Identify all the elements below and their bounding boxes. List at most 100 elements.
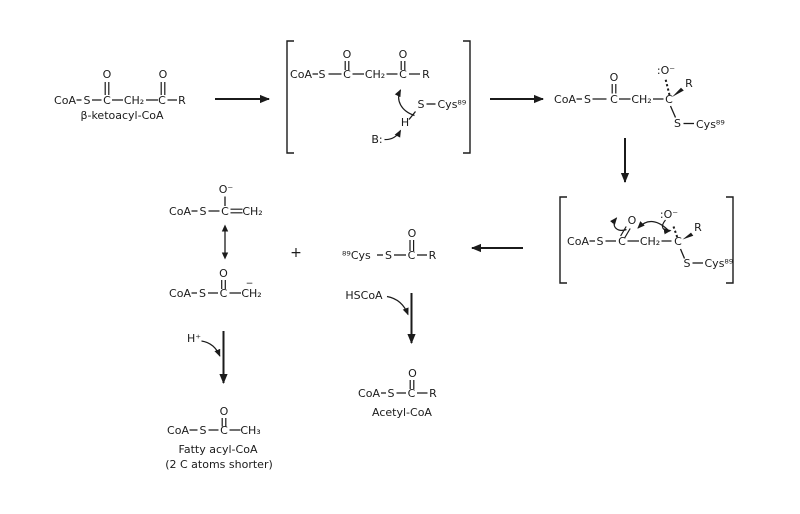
caption-fatty-acyl-coa-note: (2 C atoms shorter) xyxy=(165,458,273,471)
bond xyxy=(679,248,686,259)
carbonyl-oxygen: O xyxy=(220,405,229,418)
cys89-label: ⁸⁹Cys xyxy=(342,249,371,262)
bracket-right xyxy=(726,196,734,284)
atom-coa: CoA xyxy=(358,387,380,400)
carbonyl-oxygen: O xyxy=(399,48,408,61)
protonation-step: H⁺ xyxy=(187,331,228,384)
double-bond xyxy=(611,84,617,94)
atom-c: C xyxy=(220,287,228,300)
curved-arrow-protonation xyxy=(201,340,221,357)
cys89-label: Cys⁸⁹ xyxy=(438,98,467,111)
carbonyl-oxygen: O xyxy=(159,68,168,81)
atom-ch2: CH₂ xyxy=(124,94,144,107)
atom-r: R xyxy=(429,249,437,262)
thioether-s: S xyxy=(674,117,681,130)
atom-s: S xyxy=(584,93,591,106)
carbonyl-oxygen: O xyxy=(408,227,417,240)
thiol-s: S xyxy=(418,98,425,111)
atom-c: C xyxy=(665,93,673,106)
structure-carbanion: CoA S C CH₂ O − xyxy=(169,267,262,300)
bracket-left xyxy=(286,40,294,154)
alkoxide-label: O⁻ xyxy=(219,183,234,196)
atom-s: S xyxy=(84,94,91,107)
double-bond xyxy=(344,61,406,70)
caption-beta-ketoacyl-coa: β-ketoacyl-CoA xyxy=(80,109,164,122)
curved-arrow-thiolate-attack xyxy=(394,89,415,117)
wedge-bond xyxy=(682,232,694,240)
structure-fatty-acyl-coa: CoA S C CH₃ O Fatty acyl-CoA (2 C atoms … xyxy=(165,405,273,471)
carbonyl-oxygen: O xyxy=(628,214,637,227)
atom-coa: CoA xyxy=(554,93,576,106)
atom-r: R xyxy=(685,77,693,90)
atom-ch2: CH₂ xyxy=(241,287,261,300)
atom-s: S xyxy=(199,287,206,300)
double-bond xyxy=(221,280,226,289)
proton-label: H⁺ xyxy=(187,332,201,345)
atom-c: C xyxy=(618,235,626,248)
hscoa-label: HSCoA xyxy=(345,289,383,302)
bond xyxy=(669,105,677,118)
atom-ch2: CH₂ xyxy=(631,93,651,106)
structure-thiolase-attack-intermediate: CoA S C CH₂ C R O O S Cys⁸⁹ H B: xyxy=(290,48,466,146)
atom-ch3: CH₃ xyxy=(240,424,260,437)
bond xyxy=(191,196,226,212)
carbonyl-oxygen: O xyxy=(343,48,352,61)
caption-acetyl-coa: Acetyl-CoA xyxy=(372,406,432,419)
atom-c: C xyxy=(220,424,228,437)
resonance-arrowhead-down xyxy=(221,252,229,260)
atom-c: C xyxy=(343,68,351,81)
atom-s: S xyxy=(385,249,392,262)
atom-ch2: CH₂ xyxy=(242,205,262,218)
atom-s: S xyxy=(200,205,207,218)
curved-arrow-alkoxide-collapse xyxy=(661,219,672,235)
atom-c: C xyxy=(103,94,111,107)
atom-coa: CoA xyxy=(567,235,589,248)
plus-sign: + xyxy=(290,245,302,261)
atom-r: R xyxy=(178,94,186,107)
carbonyl-oxygen: O xyxy=(219,267,228,280)
carbonyl-oxygen: O xyxy=(610,71,619,84)
bracket-left xyxy=(559,196,567,284)
curved-arrow-oxygen-lone-pair xyxy=(610,217,627,231)
resonance-arrowhead-up xyxy=(221,224,229,232)
carbonyl-oxygen: O xyxy=(408,367,417,380)
thioether-s: S xyxy=(684,257,691,270)
structure-fragmenting-adduct: CoA S C CH₂ C O :O⁻ R S Cys⁸⁹ xyxy=(567,208,733,270)
bracket-right xyxy=(463,40,471,154)
atom-s: S xyxy=(597,235,604,248)
thiol-h: H xyxy=(401,116,409,129)
base-label: B: xyxy=(371,133,382,146)
atom-c: C xyxy=(408,249,416,262)
negative-charge: − xyxy=(246,279,254,289)
alkoxide-label: :O⁻ xyxy=(660,208,678,221)
double-bond xyxy=(409,380,415,389)
atom-s: S xyxy=(319,68,326,81)
double-bond xyxy=(409,240,415,251)
atom-c: C xyxy=(221,205,229,218)
atom-s: S xyxy=(200,424,207,437)
structure-acetyl-coa: CoA S C R O Acetyl-CoA xyxy=(358,367,437,419)
atom-ch2: CH₂ xyxy=(365,68,385,81)
double-bond xyxy=(104,82,166,95)
atom-c: C xyxy=(408,387,416,400)
atom-coa: CoA xyxy=(169,205,191,218)
atom-c: C xyxy=(610,93,618,106)
alkoxide-label: :O⁻ xyxy=(657,64,675,77)
caption-fatty-acyl-coa: Fatty acyl-CoA xyxy=(179,443,258,456)
atom-r: R xyxy=(422,68,430,81)
atom-coa: CoA xyxy=(169,287,191,300)
double-bond xyxy=(221,418,227,427)
atom-c: C xyxy=(674,235,682,248)
atom-coa: CoA xyxy=(167,424,189,437)
atom-r: R xyxy=(694,221,702,234)
structure-enolate: CoA S C CH₂ O⁻ xyxy=(169,183,263,218)
curved-arrow-coa-attack xyxy=(386,295,409,316)
atom-c: C xyxy=(399,68,407,81)
cys89-label: Cys⁸⁹ xyxy=(696,118,725,131)
curved-arrow-base-deprotonation xyxy=(384,129,402,141)
structure-tetrahedral-alkoxide: CoA S C CH₂ C O :O⁻ R S Cys⁸⁹ xyxy=(554,64,725,131)
atom-s: S xyxy=(388,387,395,400)
hashed-bond xyxy=(672,226,679,239)
